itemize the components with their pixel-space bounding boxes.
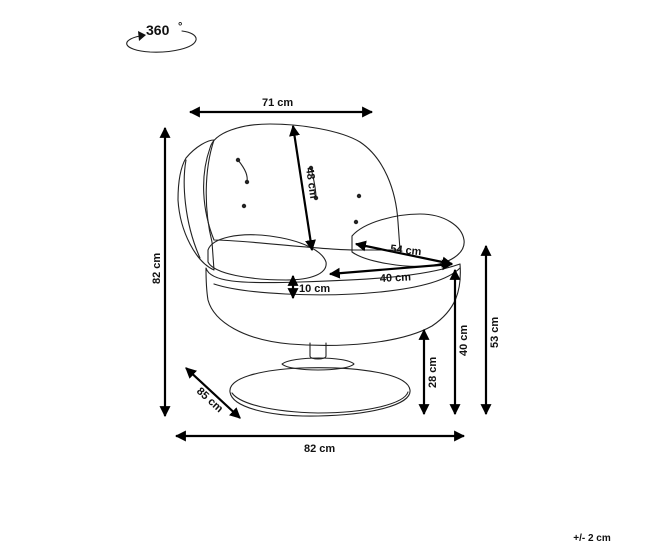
tolerance-label: +/- 2 cm (573, 533, 611, 544)
seat-bowl (205, 263, 461, 346)
swivel-column (309, 342, 327, 360)
base-height-label: 28 cm (427, 357, 439, 388)
dimension-backrest-48: 48 cm (289, 124, 319, 252)
backrest-height-label: 48 cm (303, 167, 319, 200)
seat-cushion (207, 234, 327, 281)
rotation-label: 360 (146, 22, 170, 38)
dimension-seat-height-40: 40 cm (449, 268, 470, 416)
total-width-label: 82 cm (304, 443, 335, 455)
chair-drawing (177, 123, 465, 417)
dimension-armrest-height-53: 53 cm (480, 244, 501, 416)
base-disk (229, 367, 411, 417)
dimension-total-width-82: 82 cm (174, 430, 466, 455)
dimension-seat-width-40: 40 cm (328, 259, 454, 285)
width-label: 71 cm (262, 97, 293, 109)
backrest-shell (203, 123, 401, 251)
dimension-cushion-10: 10 cm (287, 274, 330, 300)
seat-height-label: 40 cm (458, 325, 470, 356)
dimension-base-height-28: 28 cm (418, 328, 439, 416)
dimension-width-71: 71 cm (188, 97, 374, 118)
armrest-cushion (351, 213, 465, 267)
armrest-height-label: 53 cm (489, 317, 501, 348)
seat-width-label: 40 cm (380, 271, 412, 285)
degree-symbol: ° (178, 21, 182, 33)
dimension-seat-depth-54: 54 cm (354, 240, 454, 268)
seat-depth-label: 54 cm (390, 243, 422, 258)
rotation-arrowhead (138, 31, 146, 41)
total-height-label: 82 cm (151, 253, 163, 284)
rotation-360-icon: 360 ° (126, 21, 197, 53)
dimension-height-82: 82 cm (151, 126, 171, 418)
cushion-thickness-label: 10 cm (299, 283, 330, 295)
